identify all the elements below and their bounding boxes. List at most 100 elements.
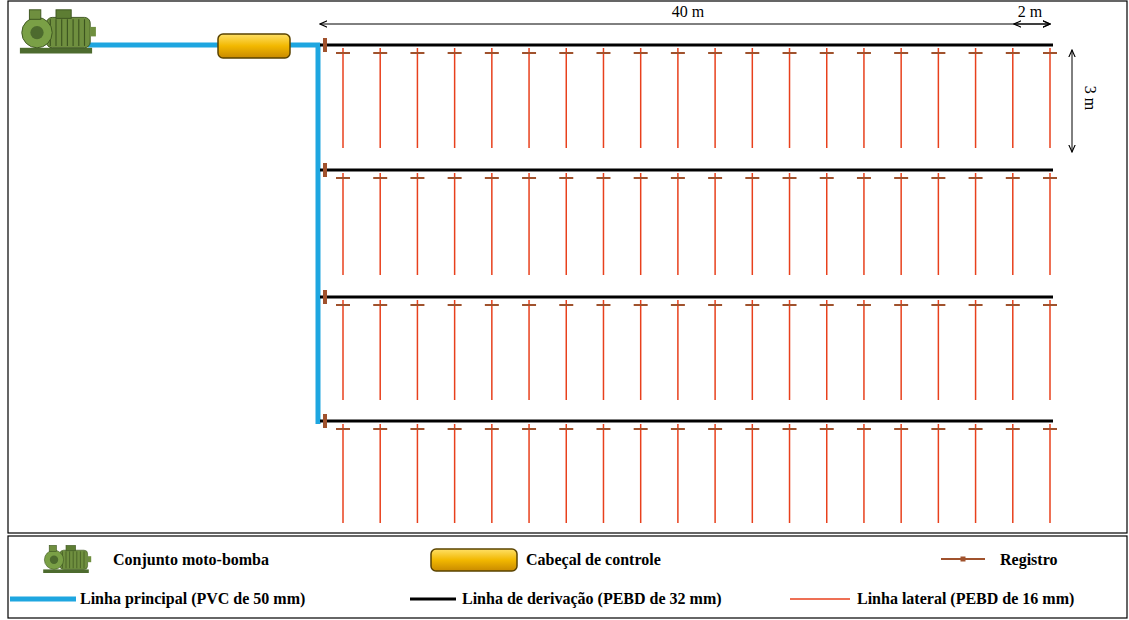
- valve-symbol: [1006, 428, 1020, 430]
- valve-symbol: [931, 428, 945, 430]
- main-line: [316, 43, 321, 424]
- valve-symbol: [783, 177, 797, 179]
- lateral-line: [863, 48, 865, 148]
- legend-line-sample: [10, 597, 76, 602]
- lateral-line: [342, 173, 344, 275]
- valve-symbol: [894, 428, 908, 430]
- valve-symbol: [820, 304, 834, 306]
- valve-symbol: [783, 52, 797, 54]
- valve-symbol: [410, 52, 424, 54]
- lateral-line: [417, 300, 419, 400]
- valve-symbol: [373, 52, 387, 54]
- valve-symbol: [745, 52, 759, 54]
- valve-symbol: [671, 428, 685, 430]
- valve-symbol: [596, 52, 610, 54]
- valve-symbol: [745, 304, 759, 306]
- lateral-line: [342, 48, 344, 148]
- lateral-line: [975, 300, 977, 400]
- valve-symbol: [448, 52, 462, 54]
- valve-symbol: [336, 304, 350, 306]
- valve-symbol: [634, 177, 648, 179]
- lateral-line: [752, 48, 754, 148]
- valve-symbol: [708, 428, 722, 430]
- lateral-line: [491, 48, 493, 148]
- valve-symbol: [373, 177, 387, 179]
- valve-symbol: [559, 428, 573, 430]
- legend-text: Linha lateral (PEBD de 16 mm): [857, 591, 1074, 607]
- valve-symbol: [820, 428, 834, 430]
- lateral-line: [826, 173, 828, 275]
- valve-symbol: [634, 304, 648, 306]
- lateral-line: [714, 300, 716, 400]
- lateral-line: [714, 173, 716, 275]
- derivation-line: [320, 169, 1053, 172]
- valve-symbol: [931, 304, 945, 306]
- valve-symbol: [969, 177, 983, 179]
- legend-line-sample: [790, 598, 850, 600]
- valve-symbol: [1043, 428, 1057, 430]
- lateral-line: [491, 424, 493, 523]
- derivation-line: [320, 296, 1053, 299]
- valve-symbol: [931, 177, 945, 179]
- lateral-line: [677, 300, 679, 400]
- valve-symbol: [336, 428, 350, 430]
- lateral-line: [528, 48, 530, 148]
- lateral-line: [640, 48, 642, 148]
- lateral-line: [677, 173, 679, 275]
- valve-symbol: [410, 428, 424, 430]
- lateral-line: [975, 424, 977, 523]
- valve-symbol: [708, 304, 722, 306]
- lateral-line: [379, 48, 381, 148]
- lateral-line: [1012, 424, 1014, 523]
- lateral-line: [454, 173, 456, 275]
- lateral-line: [417, 48, 419, 148]
- valve-symbol: [671, 52, 685, 54]
- lateral-line: [826, 300, 828, 400]
- valve-symbol: [522, 52, 536, 54]
- legend-text: Cabeçal de controle: [526, 552, 661, 568]
- valve-symbol: [857, 52, 871, 54]
- lateral-line: [1049, 173, 1051, 275]
- lateral-line: [714, 424, 716, 523]
- lateral-line: [938, 300, 940, 400]
- valve-symbol: [596, 428, 610, 430]
- lateral-line: [677, 48, 679, 148]
- valve-symbol: [857, 177, 871, 179]
- lateral-line: [826, 48, 828, 148]
- valve-symbol: [485, 52, 499, 54]
- control-head: [218, 34, 290, 58]
- valve-symbol: [969, 428, 983, 430]
- lateral-line: [640, 173, 642, 275]
- lateral-line: [342, 424, 344, 523]
- lateral-line: [379, 300, 381, 400]
- valve-symbol: [1043, 177, 1057, 179]
- lateral-line: [454, 300, 456, 400]
- valve-symbol: [323, 290, 327, 304]
- valve-symbol: [894, 177, 908, 179]
- lateral-line: [491, 300, 493, 400]
- valve-symbol: [559, 304, 573, 306]
- pump-icon: [20, 10, 96, 54]
- valve-symbol: [410, 304, 424, 306]
- valve-symbol: [931, 52, 945, 54]
- valve-symbol: [941, 557, 985, 562]
- valve-symbol: [323, 38, 327, 52]
- legend-text: Linha de derivação (PEBD de 32 mm): [462, 591, 722, 607]
- valve-symbol: [820, 52, 834, 54]
- lateral-line: [417, 173, 419, 275]
- control-head: [431, 549, 517, 571]
- valve-symbol: [1006, 52, 1020, 54]
- valve-symbol: [671, 177, 685, 179]
- lateral-line: [900, 300, 902, 400]
- lateral-line: [528, 424, 530, 523]
- valve-symbol: [745, 428, 759, 430]
- lateral-line: [528, 173, 530, 275]
- valve-symbol: [559, 177, 573, 179]
- lateral-line: [603, 424, 605, 523]
- lateral-line: [714, 48, 716, 148]
- lateral-line: [379, 173, 381, 275]
- dimension-line: [1072, 50, 1073, 152]
- valve-symbol: [448, 177, 462, 179]
